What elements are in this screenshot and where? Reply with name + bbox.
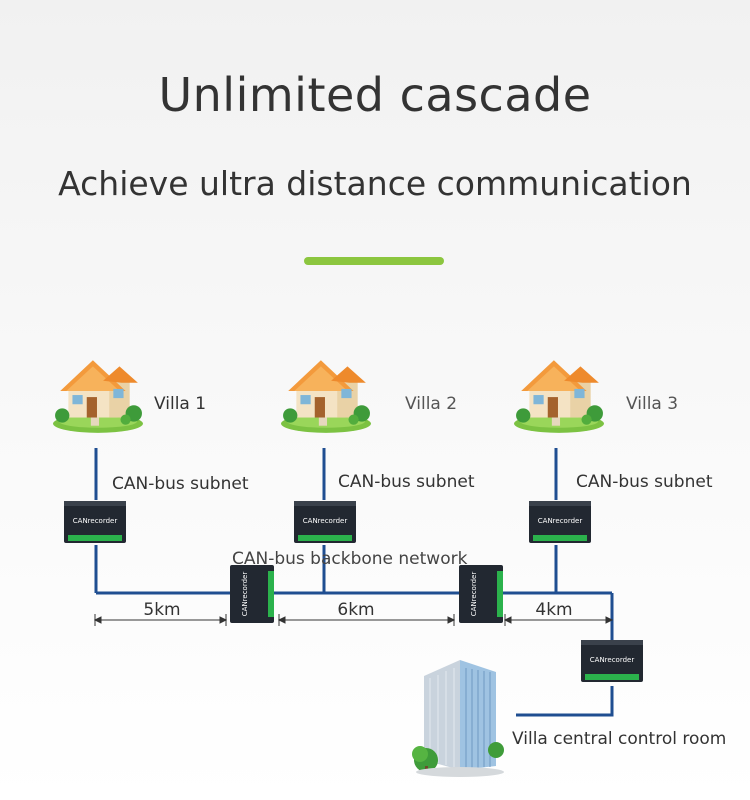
device-brand-label: CANrecorder xyxy=(470,572,478,617)
villa-1-device: CANrecorder xyxy=(64,501,126,543)
villa-1-house-icon xyxy=(53,360,143,433)
device-brand-label: CANrecorder xyxy=(303,517,348,525)
villa-3-device: CANrecorder xyxy=(529,501,591,543)
device-brand-label: CANrecorder xyxy=(73,517,118,525)
villa-1-label: Villa 1 xyxy=(154,394,206,414)
distance-label-1: 5km xyxy=(143,600,180,620)
backbone-device-2: CANrecorder xyxy=(459,565,503,623)
villa-3-house-icon xyxy=(514,360,604,433)
villa-2-house-icon xyxy=(281,360,371,433)
accent-divider xyxy=(304,257,444,265)
page-title: Unlimited cascade xyxy=(158,68,592,122)
villa-3-label: Villa 3 xyxy=(626,394,678,414)
backbone-device-1: CANrecorder xyxy=(230,565,274,623)
distance-label-3: 4km xyxy=(535,600,572,620)
control-room-device: CANrecorder xyxy=(581,640,643,682)
device-brand-label: CANrecorder xyxy=(241,572,249,617)
villa-2-label: Villa 2 xyxy=(405,394,457,414)
distance-label-2: 6km xyxy=(337,600,374,620)
villa-2-subnet-label: CAN-bus subnet xyxy=(338,472,475,492)
page-subtitle: Achieve ultra distance communication xyxy=(58,164,692,203)
office-building-icon xyxy=(411,659,505,778)
control-room-label: Villa central control room xyxy=(512,729,726,749)
villa-1-subnet-label: CAN-bus subnet xyxy=(112,474,249,494)
device-brand-label: CANrecorder xyxy=(538,517,583,525)
bus-lines xyxy=(94,448,614,717)
backbone-label: CAN-bus backbone network xyxy=(232,549,468,569)
villa-2-device: CANrecorder xyxy=(294,501,356,543)
device-brand-label: CANrecorder xyxy=(590,656,635,664)
distance-markers xyxy=(93,614,614,626)
villa-3-subnet-label: CAN-bus subnet xyxy=(576,472,713,492)
